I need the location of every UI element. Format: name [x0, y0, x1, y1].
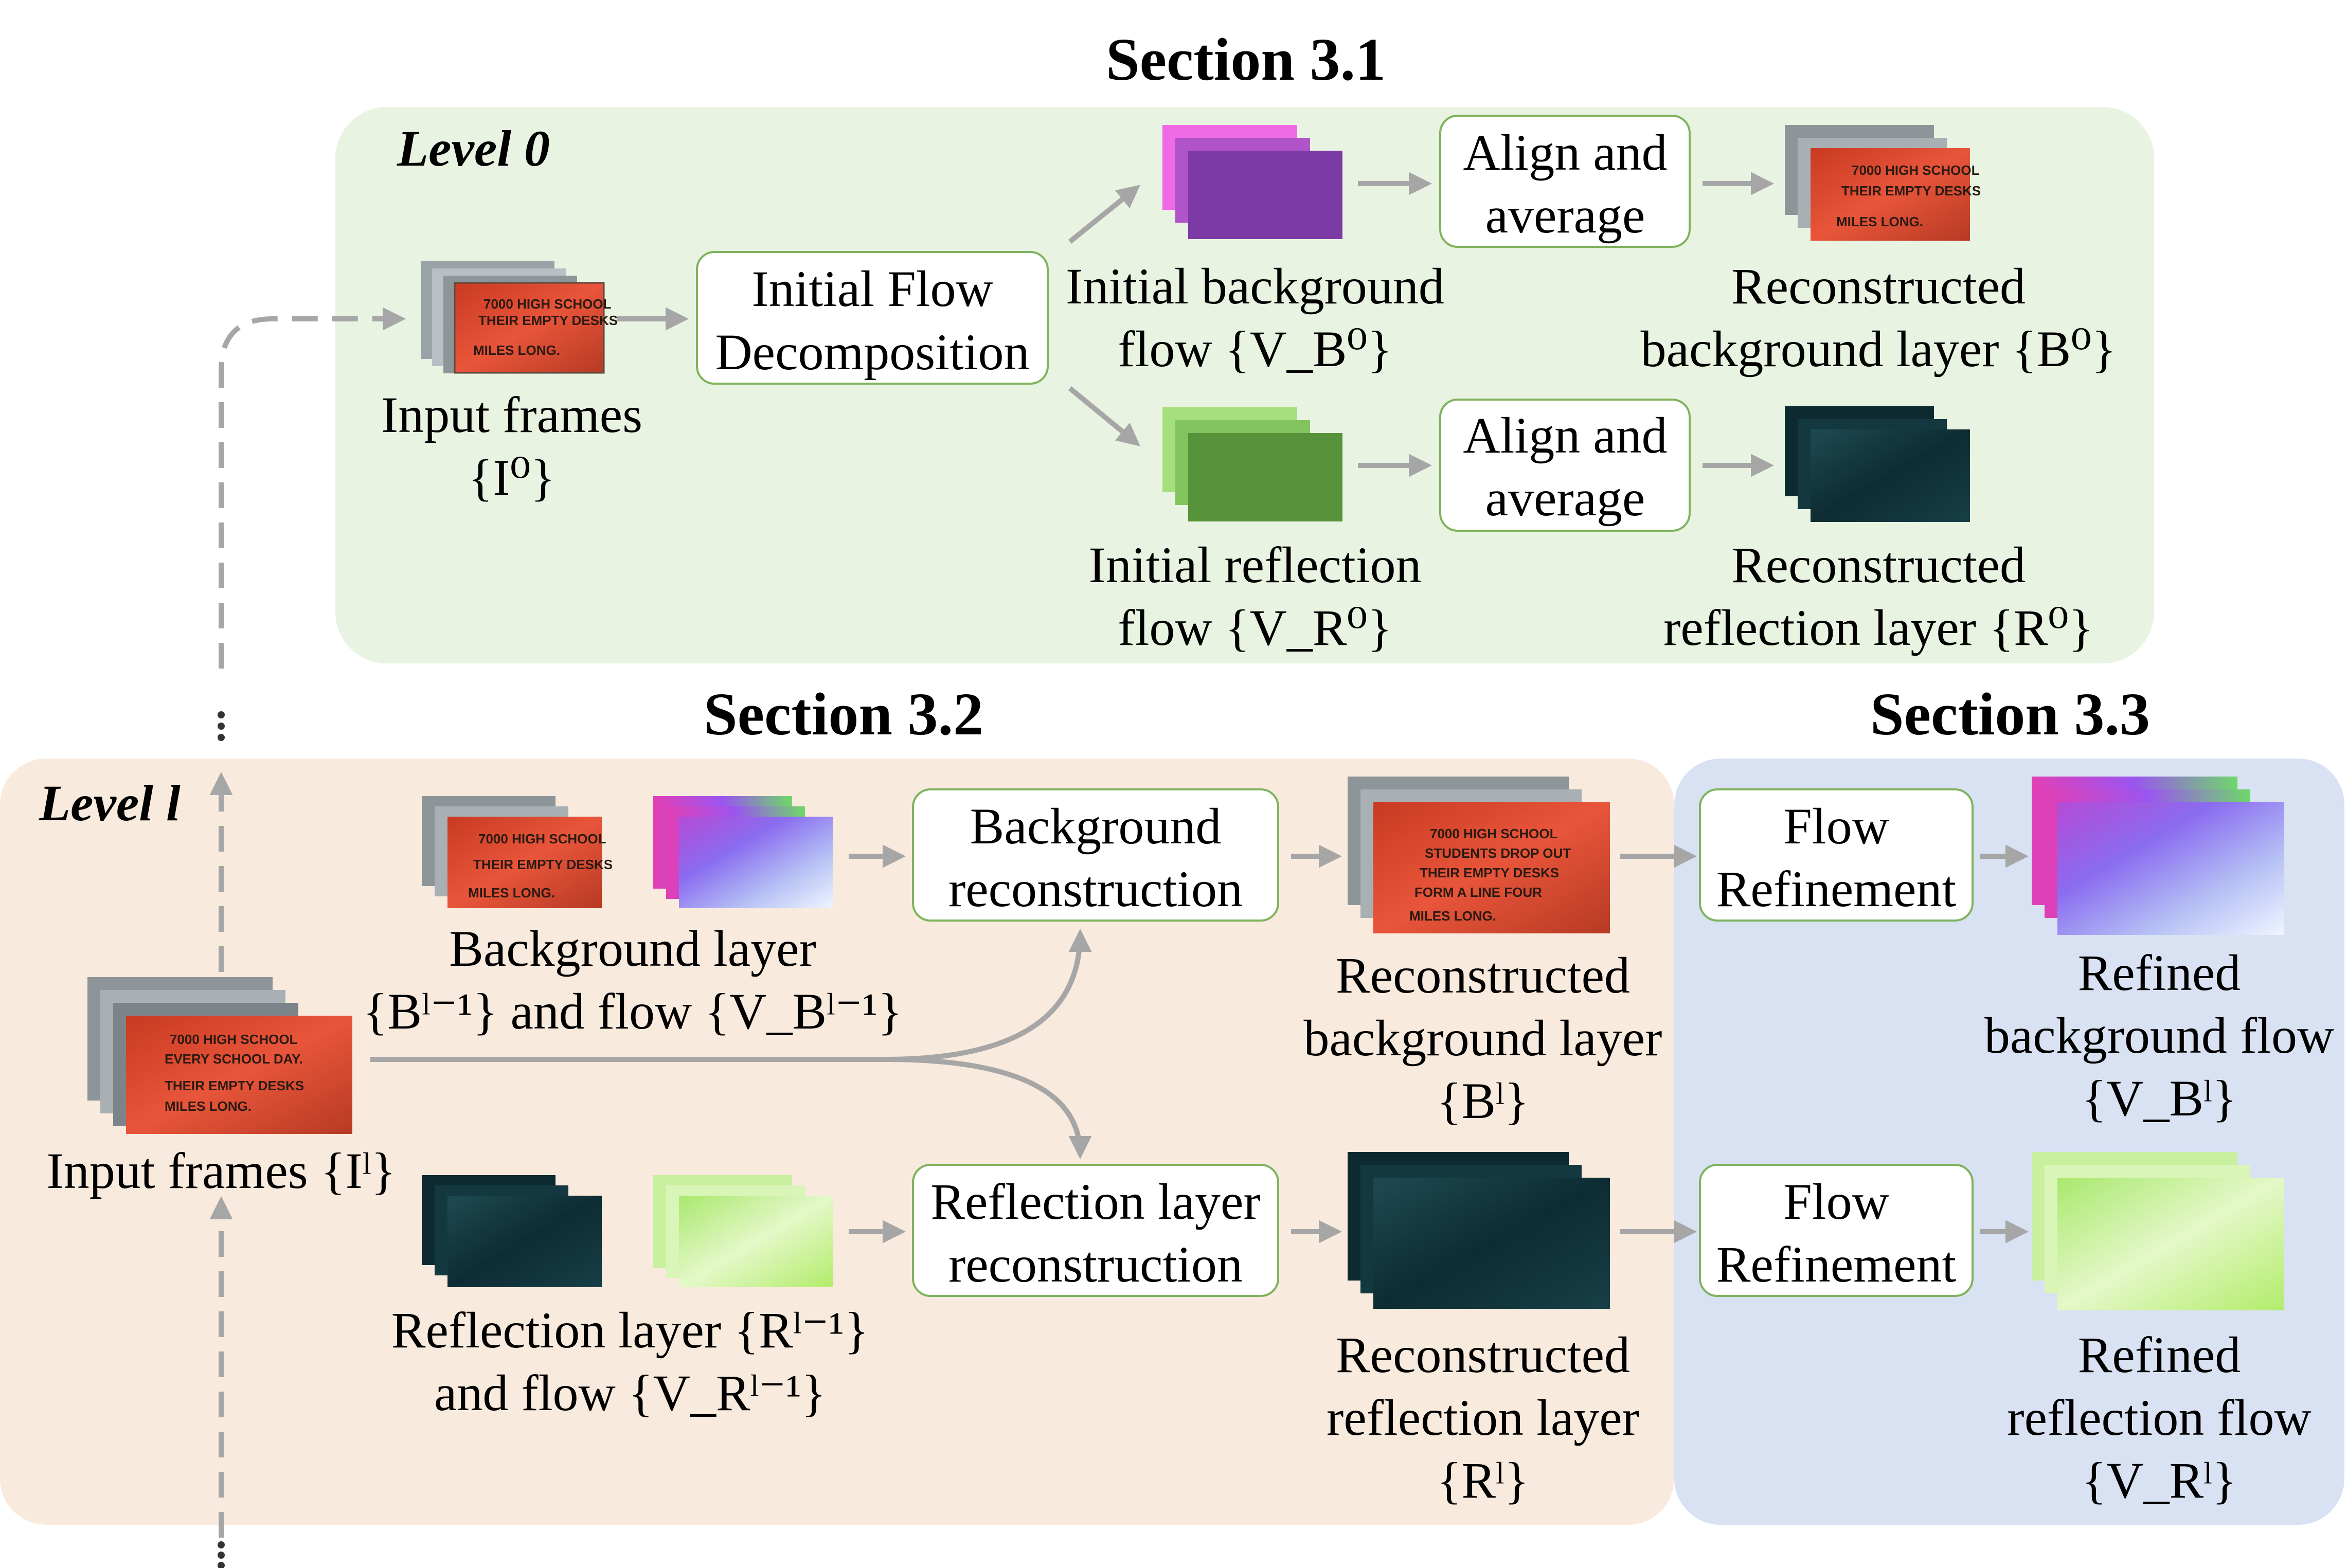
- svg-text:FORM A LINE FOUR: FORM A LINE FOUR: [1414, 885, 1542, 900]
- level0-input-frames-stack: 7000 HIGH SCHOOL THEIR EMPTY DESKS MILES…: [421, 261, 618, 374]
- section-3-1-heading: Section 3.1: [1106, 26, 1386, 93]
- flow-refinement-box-bottom: [1699, 1164, 1974, 1297]
- level0-reconstructed-bg-label: Reconstructed: [1731, 258, 2026, 315]
- align-average-bottom-line1: Align and: [1463, 407, 1667, 464]
- align-average-box-top: [1439, 115, 1691, 248]
- levell-reconstructed-refl-symbol: {Rˡ}: [1437, 1452, 1529, 1509]
- initial-flow-decomposition-line1: Initial Flow: [751, 260, 993, 317]
- background-reconstruction-line1: Background: [970, 798, 1222, 855]
- flow-refinement-box-top: [1699, 788, 1974, 922]
- initial-reflection-flow-stack: [1162, 407, 1342, 521]
- level0-reconstructed-background-stack: 7000 HIGH SCHOOL THEIR EMPTY DESKS MILES…: [1785, 125, 1981, 241]
- align-average-box-bottom: [1439, 399, 1691, 532]
- prev-background-layer-symbol: {Bˡ⁻¹} and flow {V_Bˡ⁻¹}: [363, 983, 902, 1040]
- prev-reflection-layer-stack: [422, 1175, 602, 1287]
- levell-arrows: [370, 844, 1697, 1243]
- prev-background-layer-label: Background layer: [449, 920, 816, 977]
- refined-bg-label2: background flow: [1984, 1007, 2334, 1064]
- reflection-reconstruction-line2: reconstruction: [948, 1236, 1243, 1293]
- svg-text:7000 HIGH SCHOOL: 7000 HIGH SCHOOL: [483, 296, 612, 312]
- svg-text:THEIR EMPTY DESKS: THEIR EMPTY DESKS: [165, 1078, 304, 1093]
- levell-reconstructed-refl-label2: reflection layer: [1327, 1389, 1639, 1446]
- initial-flow-decomposition-line2: Decomposition: [715, 323, 1029, 381]
- level0-input-frames-symbol: {I⁰}: [468, 449, 555, 506]
- refined-bg-symbol: {V_Bˡ}: [2082, 1070, 2237, 1127]
- svg-text:THEIR EMPTY DESKS: THEIR EMPTY DESKS: [473, 857, 613, 872]
- levell-panel: [0, 759, 1674, 1525]
- initial-background-flow-stack: [1162, 125, 1342, 239]
- svg-text:7000 HIGH SCHOOL: 7000 HIGH SCHOOL: [1852, 163, 1980, 178]
- align-average-top-line2: average: [1485, 187, 1645, 244]
- initial-reflection-flow-label: Initial reflection: [1089, 536, 1422, 593]
- svg-text:MILES LONG.: MILES LONG.: [473, 343, 560, 358]
- reflection-reconstruction-box: [912, 1164, 1279, 1297]
- section-3-2-heading: Section 3.2: [704, 680, 983, 748]
- svg-text:THEIR EMPTY DESKS: THEIR EMPTY DESKS: [1420, 865, 1559, 880]
- refinement-arrows: [1980, 844, 2029, 1243]
- level0-reconstructed-reflection-stack: [1785, 406, 1970, 522]
- svg-text:STUDENTS DROP OUT: STUDENTS DROP OUT: [1425, 845, 1571, 861]
- section33-panel: [1674, 759, 2344, 1525]
- level0-reconstructed-refl-label: Reconstructed: [1731, 536, 2026, 593]
- level0-input-frames-label: Input frames: [381, 386, 642, 443]
- levell-reconstructed-refl-label: Reconstructed: [1336, 1326, 1630, 1383]
- levell-input-frames-label: Input frames {Iˡ}: [46, 1142, 396, 1199]
- level-l-label: Level l: [39, 774, 181, 832]
- reflection-reconstruction-line1: Reflection layer: [930, 1173, 1260, 1230]
- levell-input-frames-stack: 7000 HIGH SCHOOL EVERY SCHOOL DAY. THEIR…: [87, 977, 352, 1134]
- refined-refl-symbol: {V_Rˡ}: [2082, 1452, 2237, 1509]
- levell-reconstructed-bg-label: Reconstructed: [1336, 947, 1630, 1004]
- levell-reconstructed-reflection-stack: [1348, 1152, 1610, 1309]
- svg-text:THEIR EMPTY DESKS: THEIR EMPTY DESKS: [1841, 183, 1981, 199]
- refined-refl-label2: reflection flow: [2007, 1389, 2311, 1446]
- svg-text:EVERY SCHOOL DAY.: EVERY SCHOOL DAY.: [165, 1051, 303, 1067]
- prev-reflection-flow-stack: [653, 1175, 833, 1287]
- svg-text:7000 HIGH SCHOOL: 7000 HIGH SCHOOL: [478, 831, 606, 846]
- initial-background-flow-symbol: flow {V_B⁰}: [1118, 320, 1392, 377]
- level0-panel: [335, 107, 2154, 663]
- initial-reflection-flow-symbol: flow {V_R⁰}: [1118, 599, 1392, 656]
- ellipsis-dots: [218, 711, 225, 1568]
- svg-text:MILES LONG.: MILES LONG.: [1409, 908, 1496, 924]
- refined-refl-label: Refined: [2078, 1326, 2241, 1383]
- level-0-label: Level 0: [397, 120, 550, 177]
- level0-arrows: [617, 172, 1774, 477]
- flow-refinement-top-line1: Flow: [1783, 798, 1889, 855]
- initial-flow-decomposition-box: [696, 251, 1049, 385]
- svg-text:MILES LONG.: MILES LONG.: [468, 885, 555, 900]
- refined-background-flow-stack: [2032, 777, 2284, 935]
- initial-background-flow-label: Initial background: [1066, 258, 1444, 315]
- svg-text:7000 HIGH SCHOOL: 7000 HIGH SCHOOL: [170, 1032, 298, 1047]
- flow-refinement-bottom-line1: Flow: [1783, 1173, 1889, 1230]
- align-average-bottom-line2: average: [1485, 470, 1645, 527]
- prev-reflection-layer-label: Reflection layer {Rˡ⁻¹}: [391, 1302, 869, 1359]
- levell-reconstructed-background-stack: 7000 HIGH SCHOOL STUDENTS DROP OUT THEIR…: [1348, 777, 1610, 933]
- prev-reflection-layer-symbol: and flow {V_Rˡ⁻¹}: [434, 1364, 826, 1421]
- svg-text:MILES LONG.: MILES LONG.: [1836, 214, 1923, 229]
- refined-bg-label: Refined: [2078, 944, 2241, 1001]
- level0-reconstructed-refl-symbol: reflection layer {R⁰}: [1663, 599, 2093, 656]
- feedback-dashed-path: [209, 307, 406, 1538]
- background-reconstruction-line2: reconstruction: [948, 860, 1243, 917]
- svg-text:THEIR EMPTY DESKS: THEIR EMPTY DESKS: [478, 313, 618, 328]
- level0-reconstructed-bg-symbol: background layer {B⁰}: [1641, 320, 2117, 377]
- svg-text:MILES LONG.: MILES LONG.: [165, 1098, 252, 1114]
- flow-refinement-top-line2: Refinement: [1716, 860, 1957, 917]
- levell-reconstructed-bg-symbol: {Bˡ}: [1437, 1072, 1529, 1129]
- levell-reconstructed-bg-label2: background layer: [1304, 1010, 1662, 1067]
- refined-reflection-flow-stack: [2032, 1152, 2284, 1310]
- background-reconstruction-box: [912, 788, 1279, 922]
- section-3-3-heading: Section 3.3: [1870, 680, 2150, 748]
- flow-refinement-bottom-line2: Refinement: [1716, 1236, 1957, 1293]
- prev-background-layer-stack: 7000 HIGH SCHOOL THEIR EMPTY DESKS MILES…: [422, 796, 613, 908]
- prev-background-flow-stack: [653, 796, 833, 908]
- align-average-top-line1: Align and: [1463, 124, 1667, 181]
- svg-text:7000 HIGH SCHOOL: 7000 HIGH SCHOOL: [1430, 826, 1558, 841]
